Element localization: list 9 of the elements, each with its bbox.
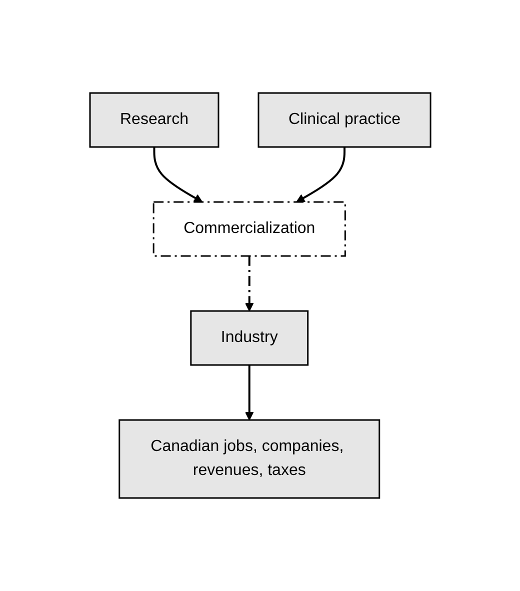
arrow bbox=[244, 365, 254, 420]
node-box: Commercialization bbox=[152, 201, 346, 257]
arrow bbox=[296, 147, 346, 202]
node-box: Industry bbox=[190, 310, 308, 366]
arrow bbox=[152, 147, 202, 202]
node-box: Research bbox=[88, 92, 219, 148]
arrow bbox=[244, 256, 254, 312]
node-box: Clinical practice bbox=[257, 92, 432, 148]
node-box: Canadian jobs, companies, revenues, taxes bbox=[118, 419, 380, 499]
